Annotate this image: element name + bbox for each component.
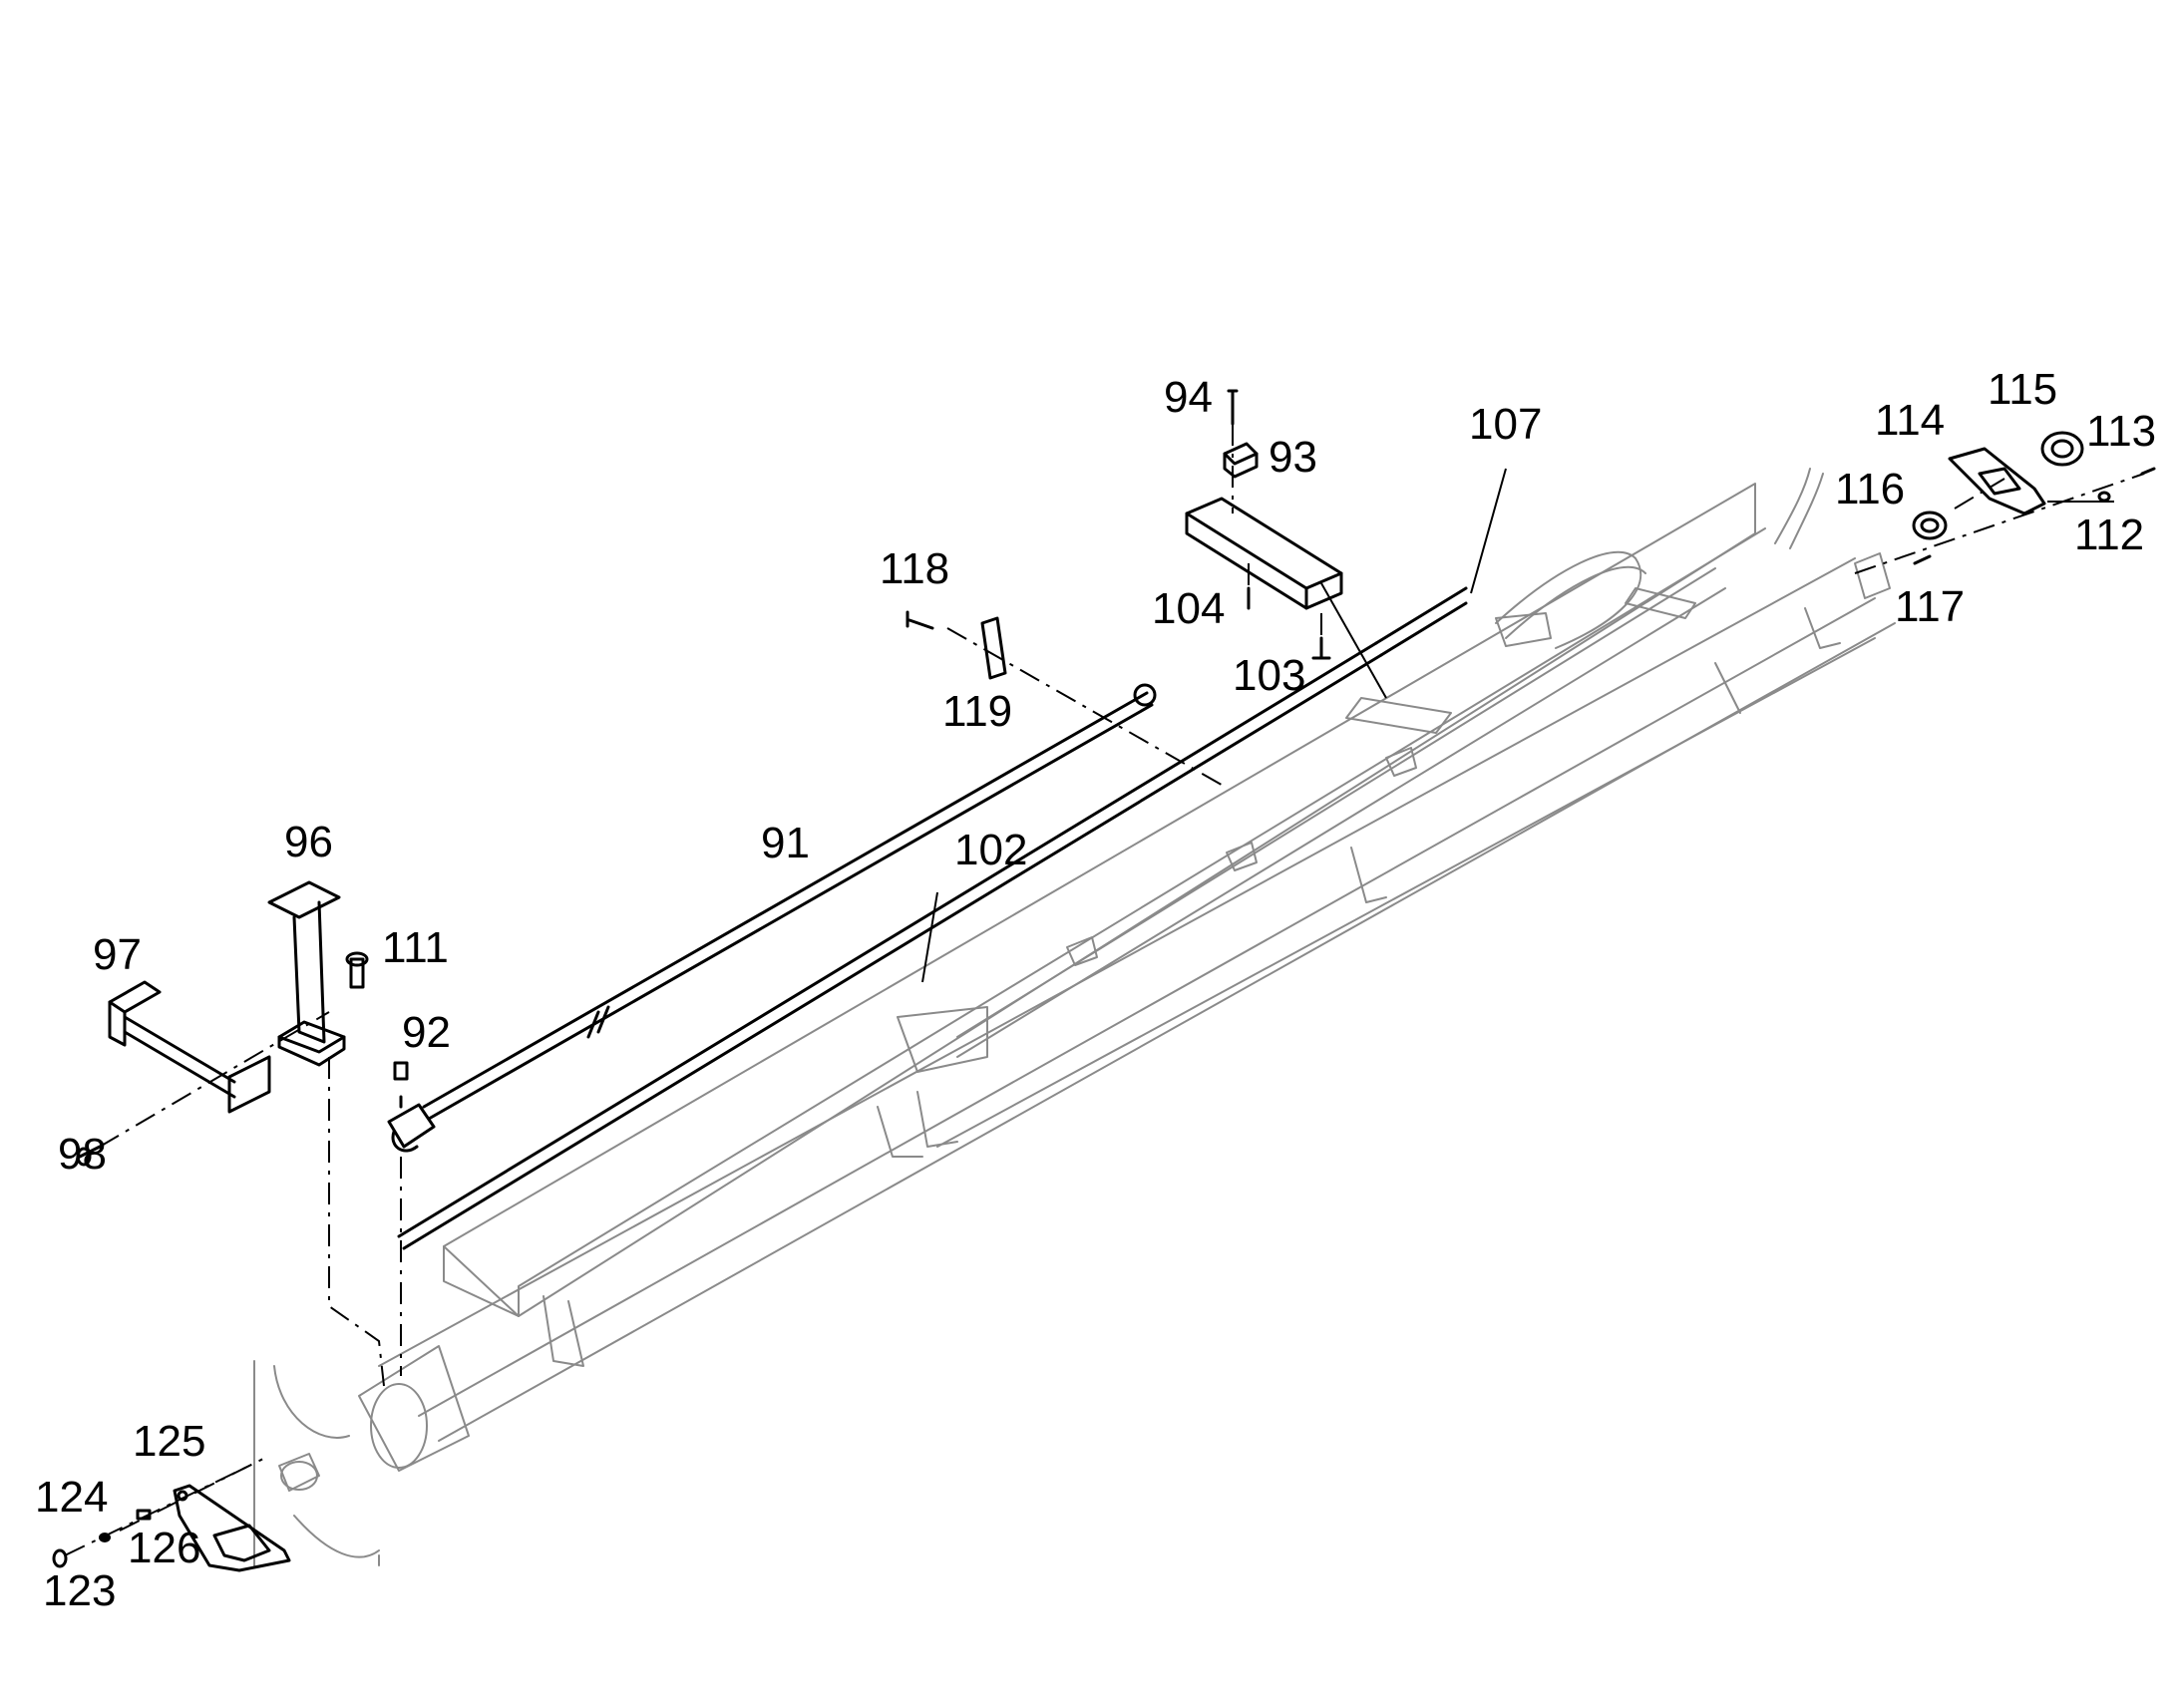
block-119 xyxy=(980,616,1007,680)
leader-lines xyxy=(921,468,2114,983)
bracket-96 xyxy=(267,880,346,1067)
nut-115 xyxy=(2040,431,2084,467)
callout-97: 97 xyxy=(93,930,142,979)
callout-111: 111 xyxy=(382,923,449,972)
callout-123: 123 xyxy=(43,1566,116,1615)
fitting-92 xyxy=(387,1061,436,1153)
callout-93: 93 xyxy=(1269,433,1317,482)
callout-labels: 91 92 93 94 96 97 98 102 103 104 107 111… xyxy=(35,365,2156,1615)
callout-98: 98 xyxy=(58,1130,107,1179)
callout-115: 115 xyxy=(1988,365,2057,414)
background-assembly xyxy=(253,468,1896,1566)
callout-114: 114 xyxy=(1875,396,1945,445)
rod-91 xyxy=(422,683,1157,1121)
callout-104: 104 xyxy=(1152,584,1225,633)
bolt-111 xyxy=(345,951,369,989)
assembly-lines xyxy=(64,424,2145,1556)
callout-125: 125 xyxy=(133,1417,205,1466)
callout-119: 119 xyxy=(942,687,1012,736)
callout-117: 117 xyxy=(1895,582,1965,631)
callout-118: 118 xyxy=(880,544,949,593)
callout-126: 126 xyxy=(128,1524,200,1572)
callout-113: 113 xyxy=(2086,407,2156,456)
screw-94 xyxy=(1227,389,1239,426)
bracket-97 xyxy=(108,980,271,1114)
end-plate-114 xyxy=(1948,447,2046,515)
callout-124: 124 xyxy=(35,1473,108,1522)
callout-107: 107 xyxy=(1469,400,1542,449)
callout-92: 92 xyxy=(402,1008,451,1057)
clamp-93 xyxy=(1223,442,1259,479)
bolt-98 xyxy=(76,1145,102,1167)
callout-96: 96 xyxy=(284,818,333,866)
pin-118 xyxy=(906,610,934,630)
callout-102: 102 xyxy=(954,826,1027,874)
rail-107 xyxy=(397,586,1468,1250)
callout-91: 91 xyxy=(761,819,810,867)
callout-112: 112 xyxy=(2074,511,2144,559)
callout-94: 94 xyxy=(1164,373,1213,422)
screw-103 xyxy=(1311,636,1331,660)
block-104 xyxy=(1185,497,1343,610)
callout-116: 116 xyxy=(1835,465,1905,513)
callout-103: 103 xyxy=(1233,651,1305,700)
washer-116 xyxy=(1912,511,1948,540)
